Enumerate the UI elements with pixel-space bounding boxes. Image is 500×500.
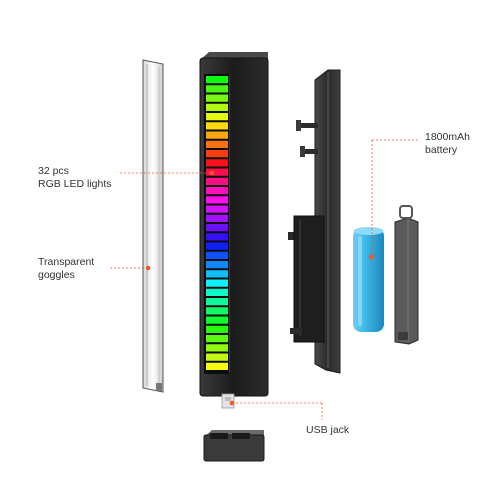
led-segment xyxy=(206,131,228,139)
usb-jack-text: USB jack xyxy=(306,424,350,436)
callout-usb xyxy=(229,400,323,420)
led-light-bar-body xyxy=(199,52,269,397)
led-segment xyxy=(206,251,228,259)
led-segment xyxy=(206,94,228,102)
led-count-text: 32 pcs xyxy=(38,165,69,177)
battery-cover-part xyxy=(394,205,419,345)
led-segment xyxy=(206,362,228,370)
led-segment xyxy=(206,196,228,204)
led-segment xyxy=(206,122,228,130)
led-segment xyxy=(206,159,228,167)
led-segment xyxy=(206,316,228,324)
led-segment xyxy=(206,85,228,93)
led-segment xyxy=(206,325,228,333)
led-segment xyxy=(206,76,228,84)
led-segment xyxy=(206,224,228,232)
led-segment xyxy=(206,103,228,111)
led-segment xyxy=(206,242,228,250)
callout-label-goggles: Transparent goggles xyxy=(38,256,94,282)
rgb-led-strip xyxy=(206,76,228,370)
callout-label-usb: USB jack xyxy=(306,424,349,437)
goggles-text-line2: goggles xyxy=(38,269,75,281)
led-segment xyxy=(206,177,228,185)
led-segment xyxy=(206,279,228,287)
callout-led xyxy=(120,170,215,176)
transparent-goggles-part xyxy=(142,59,164,393)
led-type-text: RGB LED lights xyxy=(38,178,112,190)
led-segment xyxy=(206,214,228,222)
led-segment xyxy=(206,307,228,315)
led-segment xyxy=(206,150,228,158)
back-housing-part xyxy=(288,69,341,374)
led-segment xyxy=(206,335,228,343)
led-segment xyxy=(206,288,228,296)
led-segment xyxy=(206,113,228,121)
battery-cell xyxy=(353,227,384,332)
goggles-text-line1: Transparent xyxy=(38,256,95,268)
led-segment xyxy=(206,205,228,213)
led-segment xyxy=(206,270,228,278)
usb-base-dock xyxy=(203,430,265,462)
callout-label-battery: 1800mAh battery xyxy=(425,131,470,157)
led-segment xyxy=(206,353,228,361)
led-segment xyxy=(206,233,228,241)
battery-text: battery xyxy=(425,144,458,156)
battery-capacity-text: 1800mAh xyxy=(425,131,470,143)
callout-goggles xyxy=(110,265,151,271)
led-segment xyxy=(206,344,228,352)
callout-label-led: 32 pcs RGB LED lights xyxy=(38,165,112,191)
callout-battery xyxy=(368,139,420,260)
led-segment xyxy=(206,168,228,176)
led-segment xyxy=(206,261,228,269)
led-segment xyxy=(206,298,228,306)
led-segment xyxy=(206,140,228,148)
led-segment xyxy=(206,187,228,195)
